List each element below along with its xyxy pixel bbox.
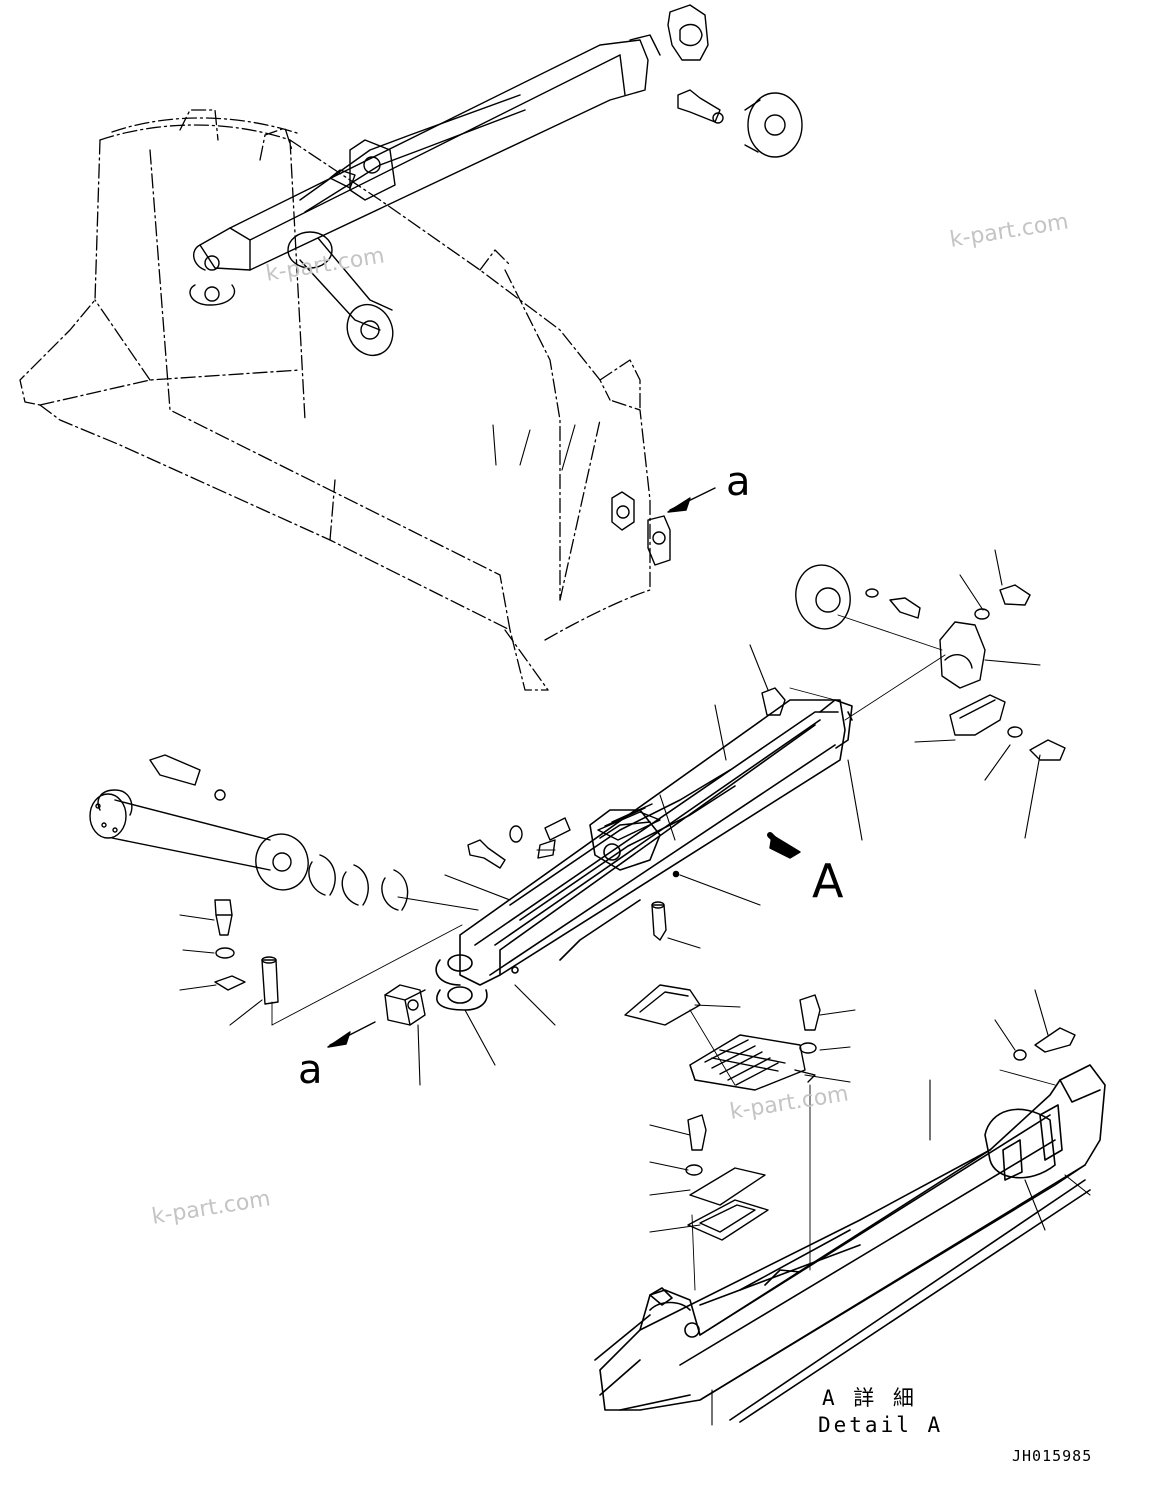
cover-plates-detail (685, 1114, 769, 1241)
straight-frame-main (435, 699, 853, 1011)
view-arrow-a-lower-marker (327, 1021, 376, 1048)
dozer-blade-outline (19, 109, 651, 691)
grease-fitting (651, 901, 667, 941)
right-trunnion-middle (795, 564, 921, 630)
view-arrow-label: A (812, 854, 844, 908)
detail-title-en: Detail A (818, 1413, 944, 1437)
left-trunnion (89, 754, 309, 891)
upper-straight-frame (189, 34, 661, 306)
bolt-detail-right (1013, 1027, 1076, 1061)
step-plate-on-frame (597, 803, 661, 841)
cover-plate-lower (624, 984, 701, 1026)
upper-cap-and-trunnion (667, 4, 803, 158)
view-arrow-a-upper-marker (667, 487, 716, 513)
cap-upper (939, 584, 1031, 689)
cap-lower (949, 694, 1066, 761)
parts-left-group (214, 899, 279, 1005)
detail-a-frame (594, 1064, 1106, 1423)
small-plate-top (761, 687, 786, 716)
blade-side-bracket (611, 491, 671, 566)
assembly-lines (271, 614, 1056, 1291)
drawing-code: JH015985 (1012, 1447, 1093, 1465)
shim-rings (308, 854, 409, 911)
view-marker-a-upper: a (726, 459, 751, 505)
pin-and-bolt-upper (467, 817, 571, 869)
detail-title-jp: A 詳 細 (822, 1386, 917, 1410)
step-plate-detail (689, 994, 821, 1091)
leader-lines (179, 424, 1091, 1426)
bracket-block (384, 984, 426, 1026)
upper-trunnion (287, 231, 394, 357)
view-arrow-a (767, 832, 801, 859)
view-marker-a-lower: a (298, 1047, 323, 1093)
